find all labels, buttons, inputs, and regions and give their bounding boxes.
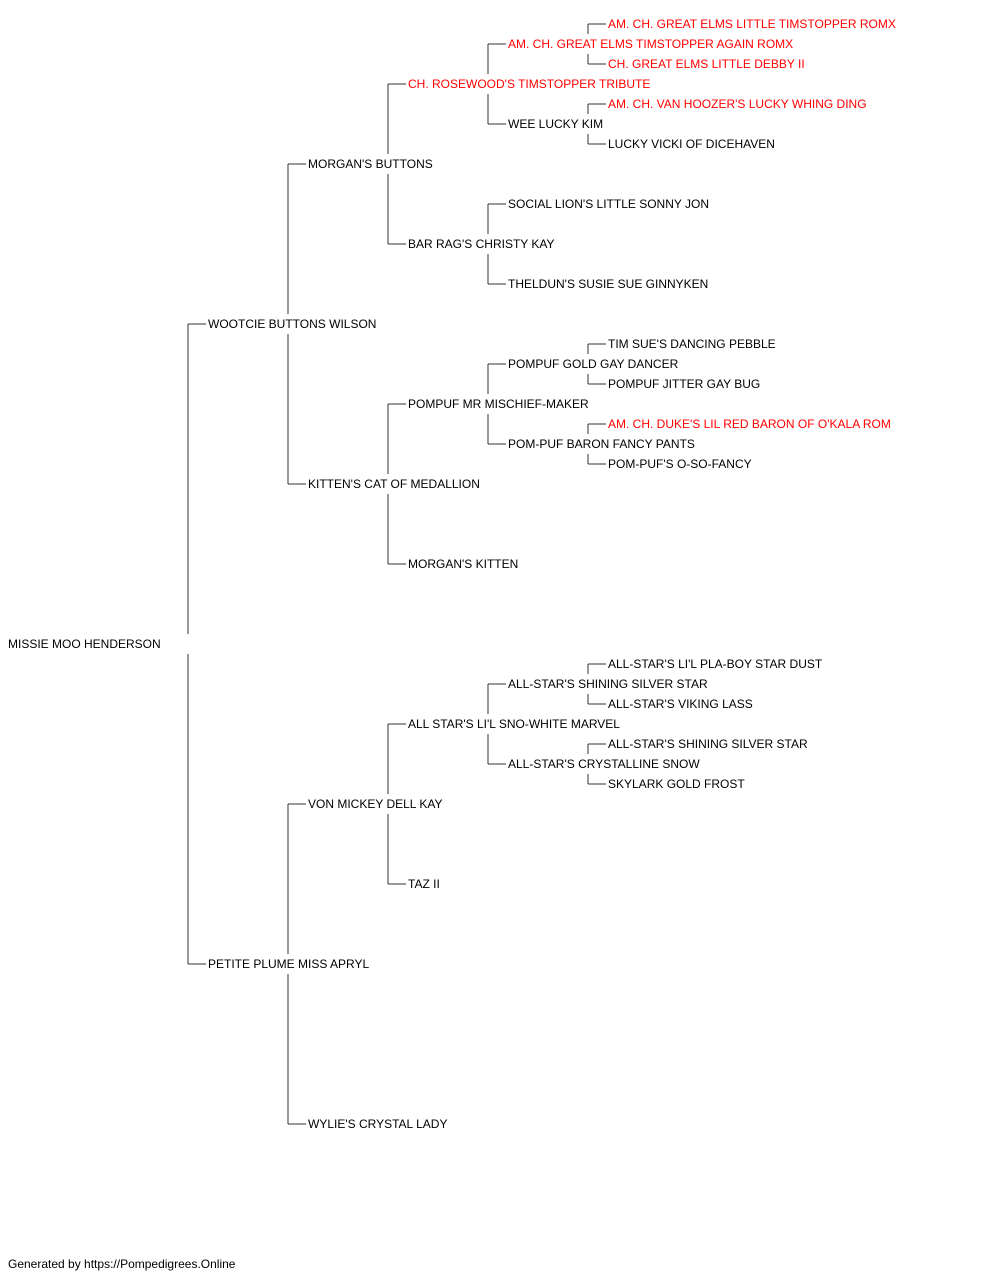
pedigree-entry-sdssd: POMPUF JITTER GAY BUG bbox=[608, 377, 761, 391]
pedigree-entry-sssds: AM. CH. VAN HOOZER'S LUCKY WHING DING bbox=[608, 97, 867, 111]
pedigree-entry-sssd: WEE LUCKY KIM bbox=[508, 117, 604, 131]
pedigree-entry-sd: KITTEN'S CAT OF MEDALLION bbox=[308, 477, 480, 491]
pedigree-entry-dsss: ALL-STAR'S SHINING SILVER STAR bbox=[508, 677, 708, 691]
pedigree-entry-sdss: POMPUF GOLD GAY DANCER bbox=[508, 357, 679, 371]
pedigree-entry-ssssd: CH. GREAT ELMS LITTLE DEBBY II bbox=[608, 57, 805, 71]
pedigree-entry-ss: MORGAN'S BUTTONS bbox=[308, 157, 433, 171]
pedigree-entry-subject: MISSIE MOO HENDERSON bbox=[8, 637, 161, 651]
pedigree-entry-sds: POMPUF MR MISCHIEF-MAKER bbox=[408, 397, 589, 411]
pedigree-entry-dssss: ALL-STAR'S LI'L PLA-BOY STAR DUST bbox=[608, 657, 823, 671]
pedigree-entry-sdsss: TIM SUE'S DANCING PEBBLE bbox=[608, 337, 776, 351]
pedigree-entry-sdd: MORGAN'S KITTEN bbox=[408, 557, 519, 571]
pedigree-entry-sssss: AM. CH. GREAT ELMS LITTLE TIMSTOPPER ROM… bbox=[608, 17, 896, 31]
pedigree-entry-dsssd: ALL-STAR'S VIKING LASS bbox=[608, 697, 753, 711]
pedigree-entry-ssd: BAR RAG'S CHRISTY KAY bbox=[408, 237, 555, 251]
pedigree-entry-ds: VON MICKEY DELL KAY bbox=[308, 797, 443, 811]
pedigree-entry-sss: CH. ROSEWOOD'S TIMSTOPPER TRIBUTE bbox=[408, 77, 651, 91]
pedigree-entry-d: PETITE PLUME MISS APRYL bbox=[208, 957, 370, 971]
pedigree-entry-dssds: ALL-STAR'S SHINING SILVER STAR bbox=[608, 737, 808, 751]
pedigree-entry-dss: ALL STAR'S LI'L SNO-WHITE MARVEL bbox=[408, 717, 620, 731]
pedigree-entry-dssdd: SKYLARK GOLD FROST bbox=[608, 777, 745, 791]
generated-by-footer: Generated by https://Pompedigrees.Online bbox=[8, 1257, 236, 1271]
pedigree-entry-ssds: SOCIAL LION'S LITTLE SONNY JON bbox=[508, 197, 710, 211]
pedigree-entry-ssss: AM. CH. GREAT ELMS TIMSTOPPER AGAIN ROMX bbox=[508, 37, 794, 51]
pedigree-entry-sdsds: AM. CH. DUKE'S LIL RED BARON OF O'KALA R… bbox=[608, 417, 891, 431]
pedigree-entry-sdsdd: POM-PUF'S O-SO-FANCY bbox=[608, 457, 752, 471]
pedigree-entry-dsd: TAZ II bbox=[408, 877, 440, 891]
pedigree-entry-dd: WYLIE'S CRYSTAL LADY bbox=[308, 1117, 448, 1131]
pedigree-entry-dssd: ALL-STAR'S CRYSTALLINE SNOW bbox=[508, 757, 700, 771]
pedigree-entry-sssdd: LUCKY VICKI OF DICEHAVEN bbox=[608, 137, 775, 151]
pedigree-entry-sdsd: POM-PUF BARON FANCY PANTS bbox=[508, 437, 695, 451]
pedigree-entry-s: WOOTCIE BUTTONS WILSON bbox=[208, 317, 377, 331]
pedigree-entry-ssdd: THELDUN'S SUSIE SUE GINNYKEN bbox=[508, 277, 709, 291]
